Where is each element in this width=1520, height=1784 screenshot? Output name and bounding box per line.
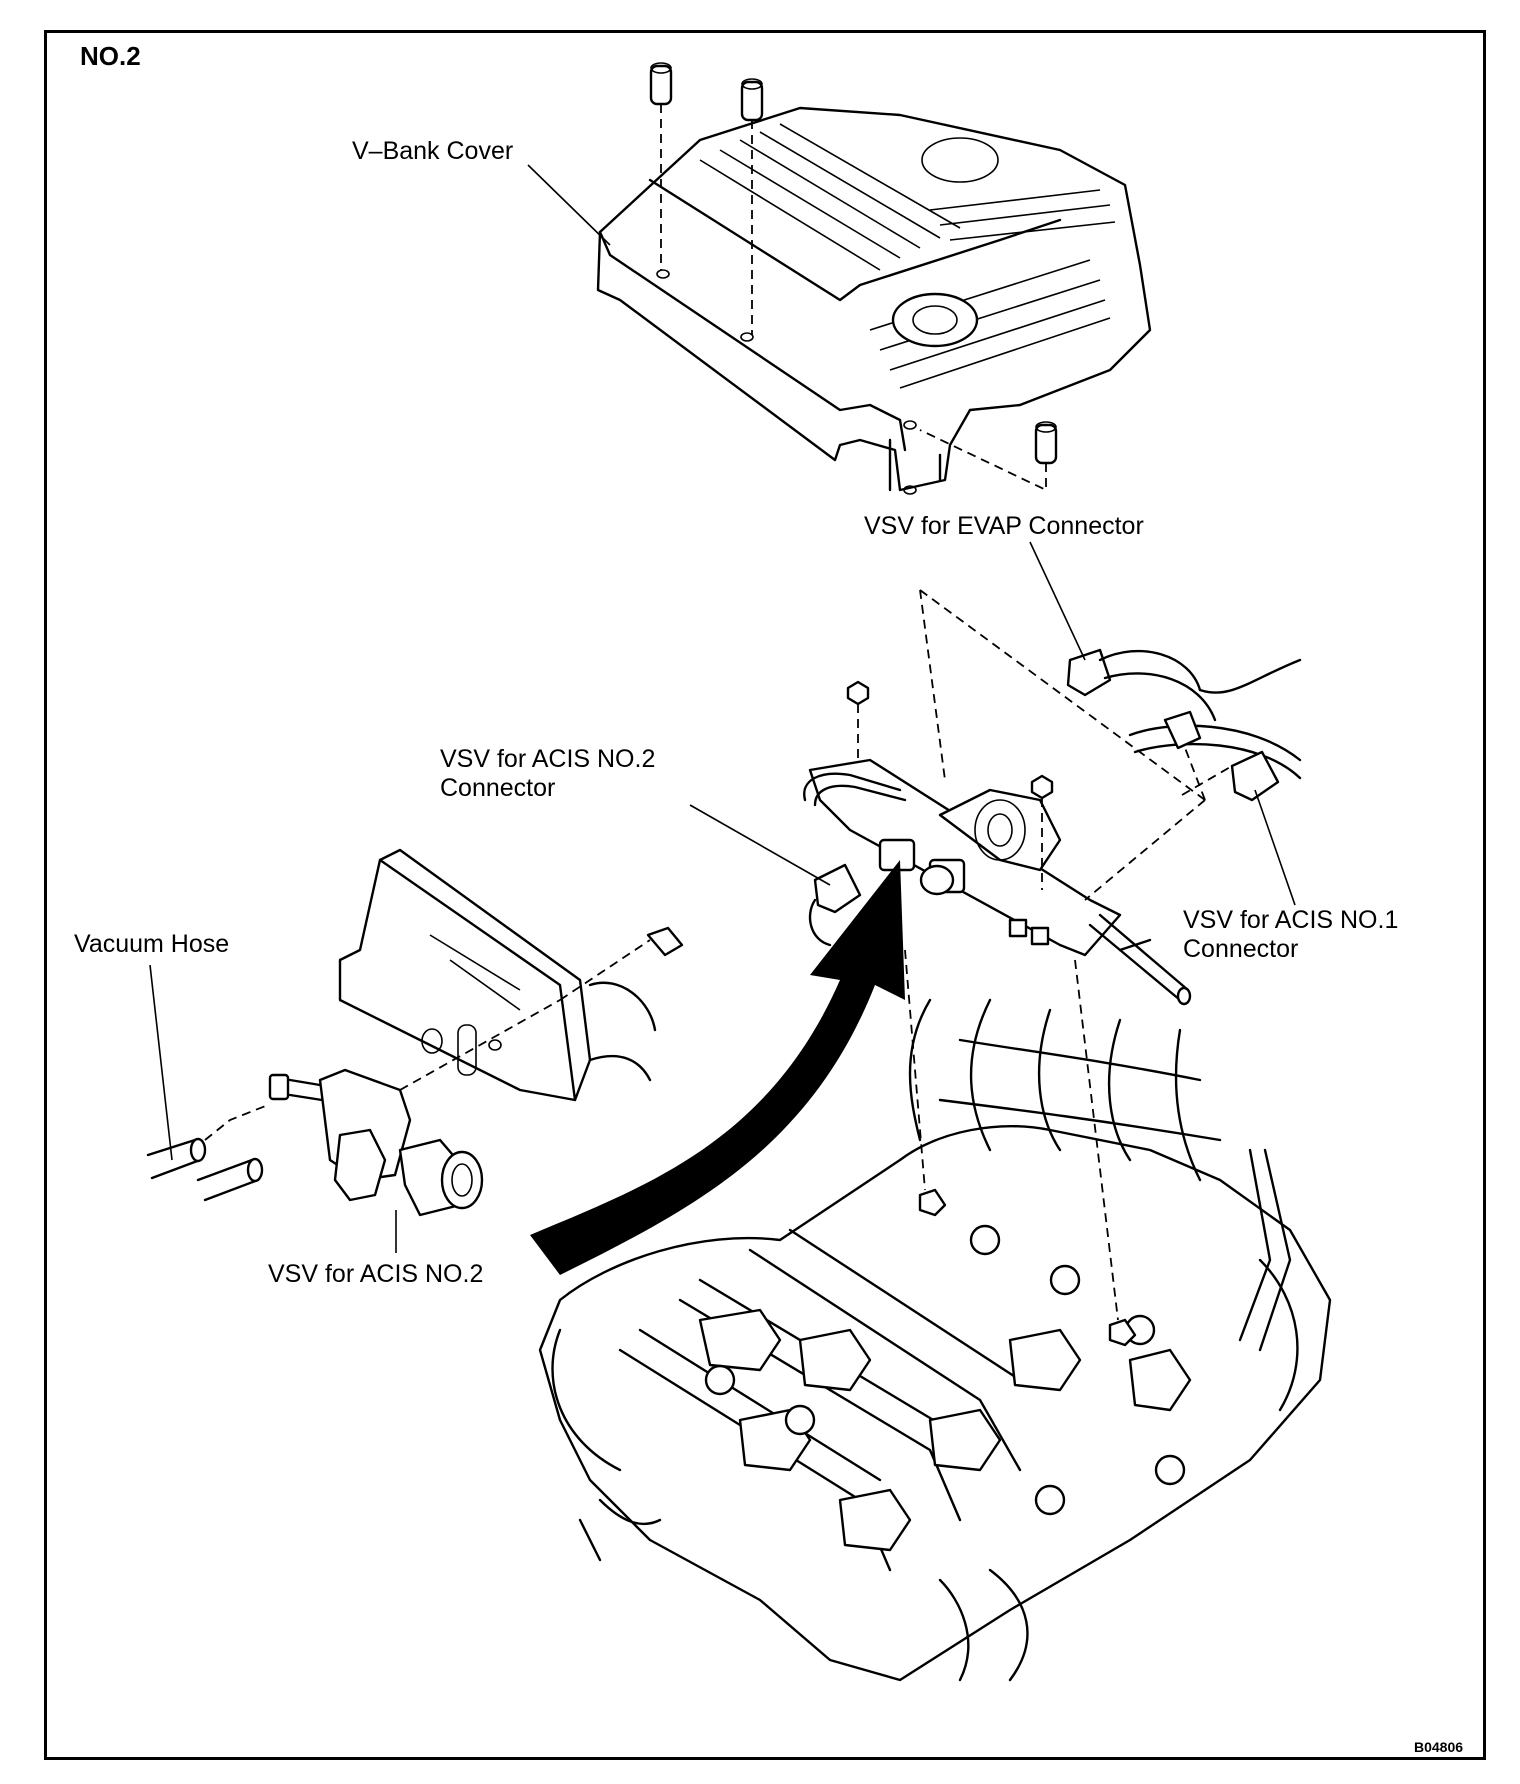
figure-code: B04806 bbox=[1414, 1739, 1464, 1755]
label-v-bank-cover: V–Bank Cover bbox=[352, 137, 514, 165]
cover-grommets bbox=[649, 62, 1058, 492]
assembly-arrow bbox=[530, 860, 905, 1275]
engine-drawing bbox=[538, 949, 1332, 1682]
label-vacuum-hose: Vacuum Hose bbox=[74, 930, 230, 958]
diagram-title: NO.2 bbox=[80, 41, 141, 71]
v-bank-cover-drawing bbox=[596, 106, 1152, 495]
leader-lines bbox=[149, 164, 1296, 1253]
label-vsv-acis2-connector: VSV for ACIS NO.2 Connector bbox=[440, 745, 656, 802]
vsv-acis2-drawing bbox=[268, 848, 684, 1217]
connector-drawings bbox=[808, 648, 1302, 947]
label-vsv-acis2: VSV for ACIS NO.2 bbox=[268, 1260, 484, 1288]
vsv-bracket-assembly bbox=[803, 589, 1233, 1006]
label-vsv-evap-connector: VSV for EVAP Connector bbox=[864, 512, 1144, 540]
label-vsv-acis1-connector: VSV for ACIS NO.1 Connector bbox=[1183, 906, 1399, 963]
vacuum-hose-drawing bbox=[146, 1104, 269, 1202]
